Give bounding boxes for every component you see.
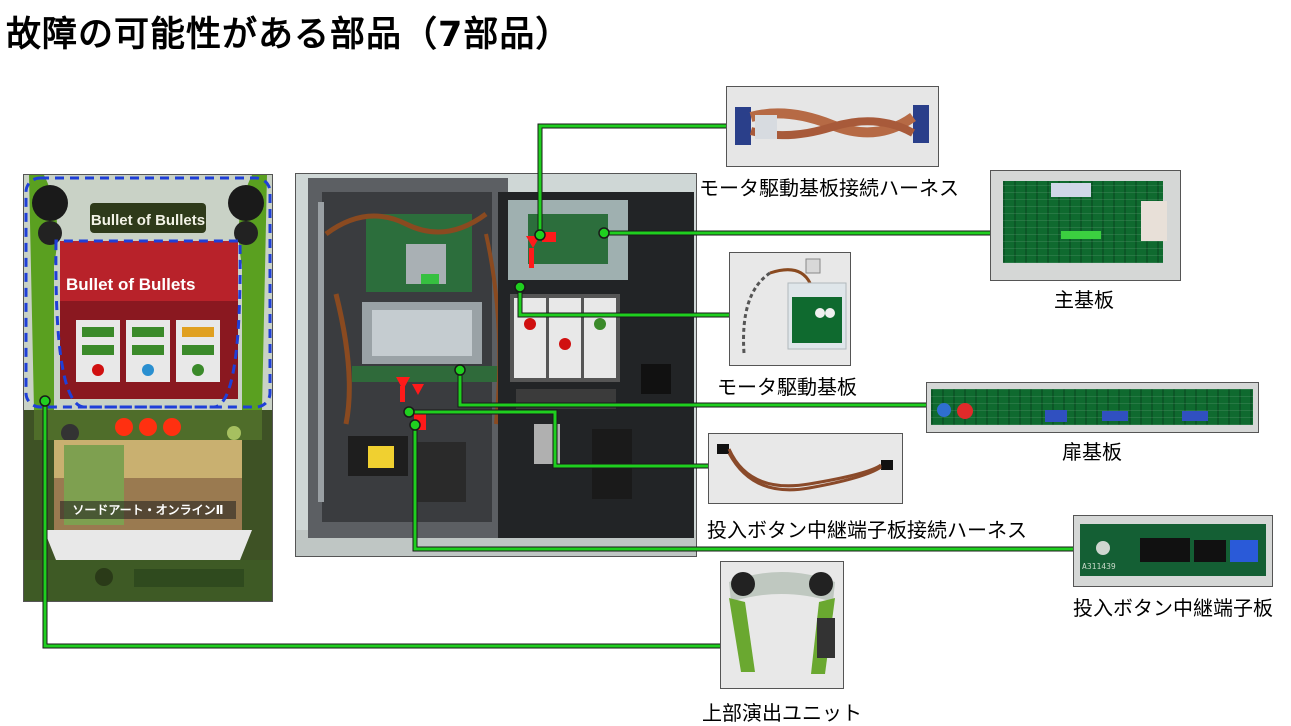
harness-photo-icon bbox=[735, 105, 929, 145]
button-harness-photo bbox=[708, 433, 903, 504]
slot-machine-front-photo: Bullet of Bullets Bullet of Bullets ソ bbox=[23, 174, 273, 602]
label-button-harness: 投入ボタン中継端子板接続ハーネス bbox=[707, 518, 1027, 542]
button-terminal-board-photo: A311439 bbox=[1073, 515, 1273, 587]
door-board-photo bbox=[926, 382, 1259, 433]
harness-photo-icon bbox=[717, 444, 893, 492]
label-button-terminal-board: 投入ボタン中継端子板 bbox=[1073, 596, 1273, 620]
motor-harness-photo bbox=[726, 86, 939, 167]
slot-machine-front-illustration: Bullet of Bullets Bullet of Bullets ソ bbox=[24, 175, 272, 601]
label-door-board: 扉基板 bbox=[1062, 440, 1122, 464]
page-title: 故障の可能性がある部品（7部品） bbox=[6, 15, 572, 55]
circuit-board-photo-icon bbox=[742, 258, 847, 354]
screen-text: Bullet of Bullets bbox=[66, 275, 195, 294]
opened-cabinet-illustration bbox=[296, 174, 696, 556]
label-motor-board: モータ駆動基板 bbox=[717, 375, 857, 399]
main-board-photo bbox=[990, 170, 1181, 281]
top-effect-unit-photo bbox=[720, 561, 844, 689]
label-main-board: 主基板 bbox=[1054, 288, 1114, 312]
label-top-effect-unit: 上部演出ユニット bbox=[702, 701, 862, 725]
label-motor-harness: モータ駆動基板接続ハーネス bbox=[699, 176, 959, 200]
logo-text: Bullet of Bullets bbox=[91, 212, 205, 229]
unit-photo-icon bbox=[729, 572, 835, 674]
panel-text: ソードアート・オンラインⅡ bbox=[72, 503, 223, 517]
board-silk-text: A311439 bbox=[1082, 562, 1116, 571]
opened-cabinet-photo bbox=[295, 173, 697, 557]
motor-board-photo bbox=[729, 252, 851, 366]
